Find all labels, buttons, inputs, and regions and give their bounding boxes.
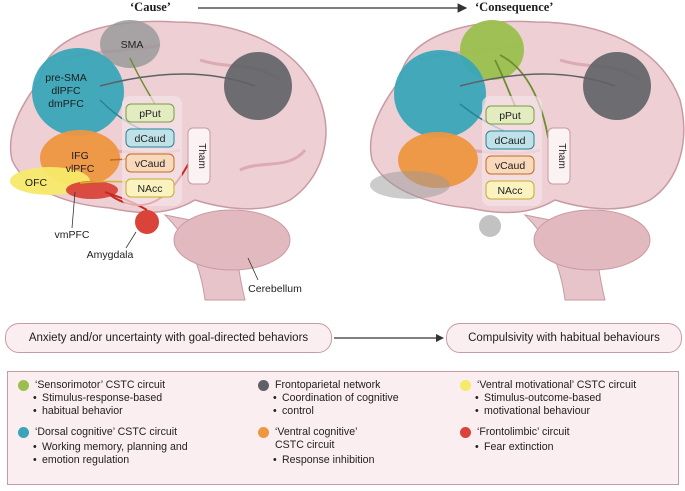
legend-frontolimbic-desc1: Fear extinction <box>475 441 554 455</box>
left-brain: pPut dCaud vCaud NAcc Tham SMA pre-SMA d… <box>9 20 327 301</box>
left-amygdala-region <box>135 210 159 234</box>
right-dcaud-box <box>485 130 535 150</box>
legend-sensorimotor-desc2: habitual behavior <box>33 405 123 419</box>
legend-dorsal-title: ‘Dorsal cognitive’ CSTC circuit <box>35 426 178 438</box>
consequence-box: Compulsivity with habitual behaviours <box>446 323 682 353</box>
legend-panel: ‘Sensorimotor’ CSTC circuit Stimulus-res… <box>7 371 679 485</box>
left-nacc-box <box>125 178 175 198</box>
left-cerebellum <box>173 209 291 271</box>
legend-sensorimotor-desc1: Stimulus-response-based <box>33 392 162 406</box>
right-dorsal-region <box>394 50 486 138</box>
left-tham-box <box>187 127 211 185</box>
label-nacc-right: NAcc <box>497 185 522 197</box>
label-pput-left: pPut <box>139 108 161 120</box>
brain-diagrams: pPut dCaud vCaud NAcc Tham SMA pre-SMA d… <box>9 3 685 301</box>
legend-dorsal-desc1: Working memory, planning and <box>33 441 188 455</box>
legend-frontoparietal-desc1: Coordination of cognitive <box>273 392 399 406</box>
right-pput-box <box>485 105 535 125</box>
label-dmpfc: dmPFC <box>48 98 84 110</box>
legend-ventral-cog-desc1: Response inhibition <box>273 454 375 468</box>
label-nacc-left: NAcc <box>137 183 162 195</box>
right-brain: pPut dCaud vCaud NAcc Tham <box>369 20 685 301</box>
left-vcaud-box <box>125 153 175 173</box>
frontoparietal-dot-icon <box>258 380 269 391</box>
legend-ventral-mot-desc2: motivational behaviour <box>475 405 590 419</box>
label-dlpfc: dlPFC <box>51 85 81 97</box>
legend-ventral-cog-title1: ‘Ventral cognitive’ <box>275 426 358 438</box>
frontolimbic-dot-icon <box>460 427 471 438</box>
left-dcaud-box <box>125 128 175 148</box>
label-dcaud-right: dCaud <box>495 135 526 147</box>
label-presma: pre-SMA <box>45 72 86 84</box>
label-dcaud-left: dCaud <box>135 133 166 145</box>
right-frontoparietal-pathway <box>459 73 616 87</box>
legend-frontoparietal-title: Frontoparietal network <box>275 379 381 391</box>
dorsal-dot-icon <box>18 427 29 438</box>
left-frontoparietal-region <box>224 52 292 120</box>
right-frontoparietal-region <box>583 52 651 120</box>
label-amygdala: Amygdala <box>87 249 134 261</box>
left-vmpfc-region <box>66 181 118 199</box>
legend-ventral-cog-title2: CSTC circuit <box>275 439 335 451</box>
left-dorsal-region <box>32 48 124 136</box>
cause-to-consequence-arrow <box>334 334 444 342</box>
label-vcaud-left: vCaud <box>135 158 166 170</box>
right-nacc-box <box>485 180 535 200</box>
ventral-cognitive-dot-icon <box>258 427 269 438</box>
label-vcaud-right: vCaud <box>495 160 526 172</box>
legend-frontolimbic-title: ‘Frontolimbic’ circuit <box>477 426 570 438</box>
cause-header: ‘Cause’ <box>130 0 171 14</box>
right-amygdala-region <box>479 215 501 237</box>
label-sma: SMA <box>121 39 144 51</box>
sensorimotor-dot-icon <box>18 380 29 391</box>
legend-ventral-mot-desc1: Stimulus-outcome-based <box>475 392 601 406</box>
cause-box: Anxiety and/or uncertainty with goal-dir… <box>5 323 332 353</box>
legend-dorsal-desc2: emotion regulation <box>33 454 129 468</box>
label-cerebellum: Cerebellum <box>248 283 302 295</box>
legend-sensorimotor-title: ‘Sensorimotor’ CSTC circuit <box>35 379 166 391</box>
label-vlpfc: vlPFC <box>66 163 95 175</box>
label-vmpfc: vmPFC <box>55 229 90 241</box>
label-tham-right: Tham <box>556 143 567 169</box>
right-tham-box <box>547 127 571 185</box>
right-vcaud-box <box>485 155 535 175</box>
consequence-header: ‘Consequence’ <box>475 0 554 14</box>
legend-frontoparietal-desc2: control <box>273 405 314 419</box>
right-sensorimotor-region <box>460 20 524 80</box>
label-pput-right: pPut <box>499 110 521 122</box>
left-pput-box <box>125 103 175 123</box>
right-ofc-region <box>370 171 450 199</box>
right-cerebellum <box>533 209 651 271</box>
legend-ventral-mot-title: ‘Ventral motivational’ CSTC circuit <box>477 379 637 391</box>
label-tham-left: Tham <box>196 143 207 169</box>
label-ofc: OFC <box>25 177 48 189</box>
left-sma-region <box>100 20 160 68</box>
label-ifg: IFG <box>71 150 89 162</box>
left-frontoparietal-pathway <box>99 73 256 87</box>
ventral-motivational-dot-icon <box>460 380 471 391</box>
